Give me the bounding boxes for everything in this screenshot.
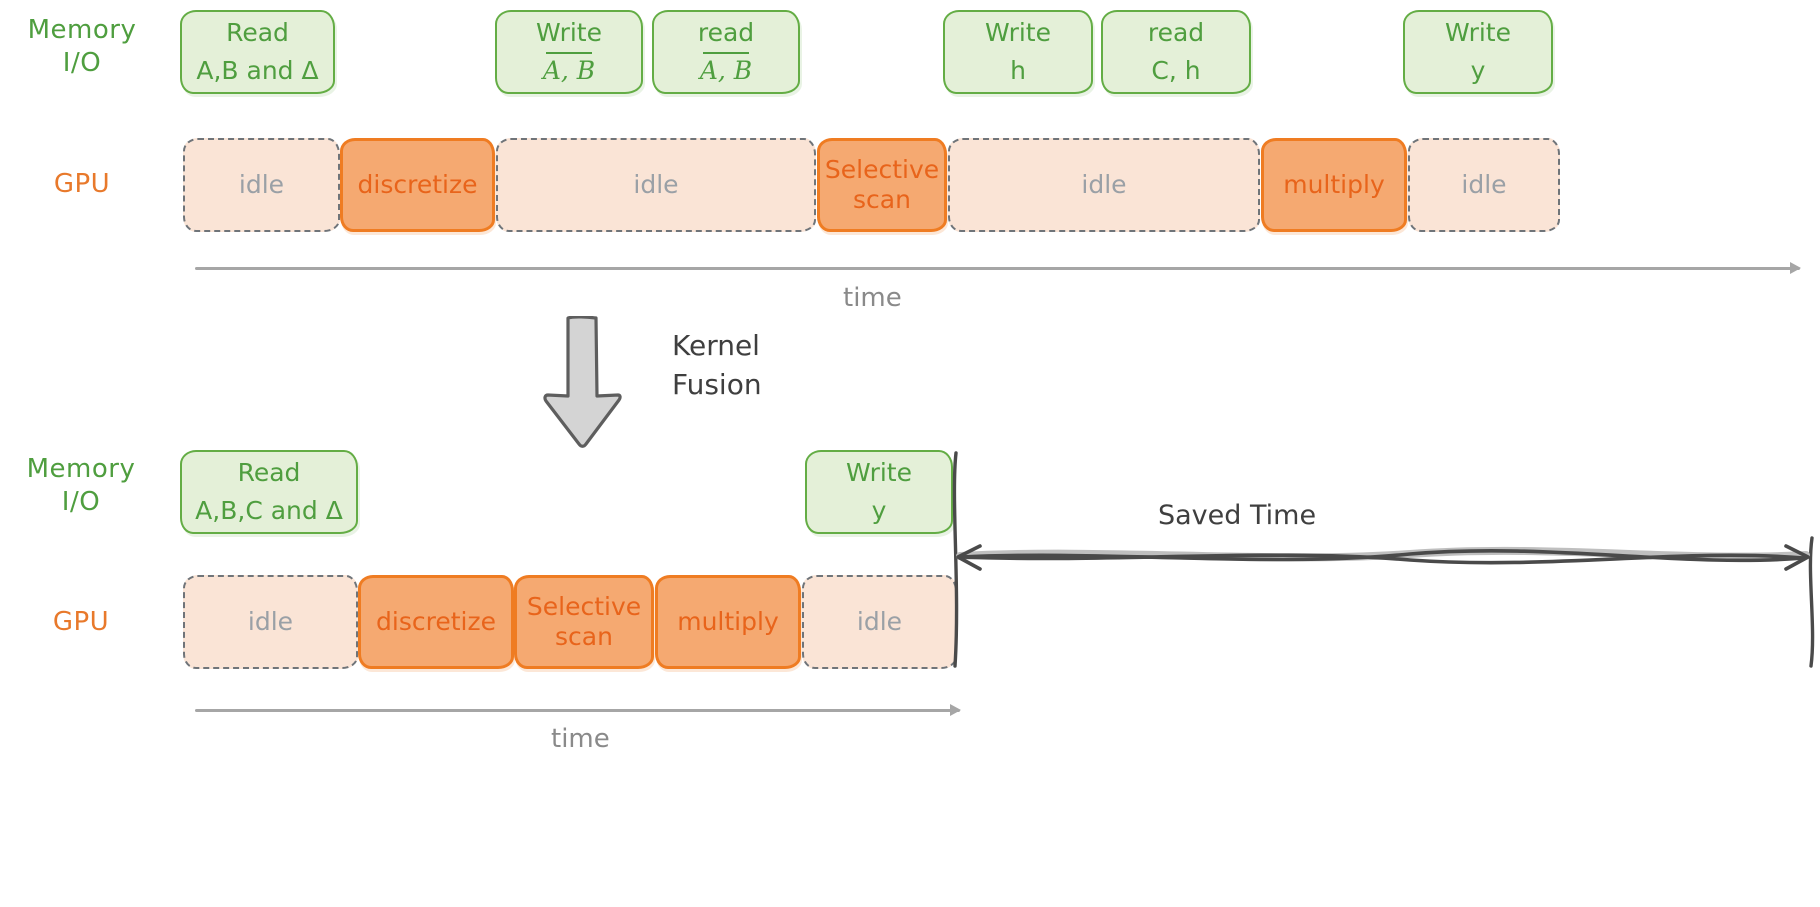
- memory-block-line1: Write: [984, 17, 1051, 47]
- gpu-block-idle-1[interactable]: idle: [183, 138, 340, 232]
- arrow-head-icon: [950, 704, 961, 716]
- memory-block-line1: read: [697, 17, 755, 47]
- kernel-fusion-down-arrow-icon: [543, 316, 622, 448]
- fused-gpu-row-label: GPU: [52, 607, 110, 637]
- fused-gpu-block-multiply[interactable]: multiply: [655, 575, 801, 669]
- memory-block-line1: Write: [845, 457, 912, 487]
- fused-gpu-block-idle-2[interactable]: idle: [802, 575, 957, 669]
- kernel-fusion-label: Kernel Fusion: [672, 326, 762, 404]
- fused-time-axis: [195, 704, 961, 716]
- memory-block-line2: C, h: [1151, 56, 1201, 85]
- memory-block-line2: A, B: [700, 51, 752, 89]
- kernel-fusion-label-line1: Kernel: [672, 329, 760, 362]
- kernel-fusion-label-line2: Fusion: [672, 368, 762, 402]
- memory-block-line1: read: [1147, 17, 1205, 47]
- memory-block-read-ab[interactable]: Read A,B and Δ: [180, 10, 335, 94]
- memory-block-line2: h: [1010, 56, 1026, 85]
- fused-gpu-block-idle-1[interactable]: idle: [183, 575, 358, 669]
- memory-block-read-abbar[interactable]: read A, B: [652, 10, 800, 94]
- gpu-block-idle-2[interactable]: idle: [496, 138, 816, 232]
- gpu-block-selective-scan[interactable]: Selective scan: [817, 138, 947, 232]
- gpu-block-discretize[interactable]: discretize: [340, 138, 495, 232]
- fused-memory-label-line1: Memory: [26, 454, 136, 484]
- memory-block-read-ch[interactable]: read C, h: [1101, 10, 1251, 94]
- unfused-memory-row-label: Memory I/O: [12, 14, 152, 81]
- fused-gpu-block-selective-scan[interactable]: Selective scan: [514, 575, 654, 669]
- memory-block-line1: Read: [237, 457, 301, 487]
- unfused-memory-label-line1: Memory: [27, 15, 137, 45]
- memory-block-line2: A, B: [543, 51, 595, 89]
- unfused-time-axis-label: time: [843, 283, 902, 313]
- saved-time-label: Saved Time: [1158, 500, 1317, 531]
- fused-memory-block-read-abc[interactable]: Read A,B,C and Δ: [180, 450, 358, 534]
- fused-time-axis-label: time: [551, 724, 610, 754]
- gpu-block-multiply[interactable]: multiply: [1261, 138, 1407, 232]
- memory-block-line2: A,B and Δ: [196, 56, 319, 85]
- saved-time-measure: [952, 451, 1815, 668]
- memory-block-line2: y: [1470, 56, 1486, 85]
- memory-block-line1: Read: [226, 17, 289, 47]
- memory-block-line2: A,B,C and Δ: [195, 496, 343, 525]
- fused-memory-label-line2: I/O: [61, 487, 101, 518]
- gpu-block-idle-3[interactable]: idle: [948, 138, 1260, 232]
- gpu-block-idle-4[interactable]: idle: [1408, 138, 1560, 232]
- arrow-head-icon: [1790, 262, 1801, 274]
- unfused-memory-label-line2: I/O: [62, 48, 102, 79]
- unfused-time-axis: [195, 262, 1801, 274]
- fused-memory-block-write-y[interactable]: Write y: [805, 450, 953, 534]
- memory-block-write-h[interactable]: Write h: [943, 10, 1093, 94]
- memory-block-line1: Write: [1444, 17, 1511, 47]
- memory-block-line1: Write: [535, 17, 602, 47]
- memory-block-write-y[interactable]: Write y: [1403, 10, 1553, 94]
- fused-gpu-block-discretize[interactable]: discretize: [358, 575, 514, 669]
- unfused-gpu-row-label: GPU: [53, 169, 111, 199]
- fused-memory-row-label: Memory I/O: [6, 453, 156, 520]
- memory-block-line2: y: [871, 496, 887, 525]
- memory-block-write-abbar[interactable]: Write A, B: [495, 10, 643, 94]
